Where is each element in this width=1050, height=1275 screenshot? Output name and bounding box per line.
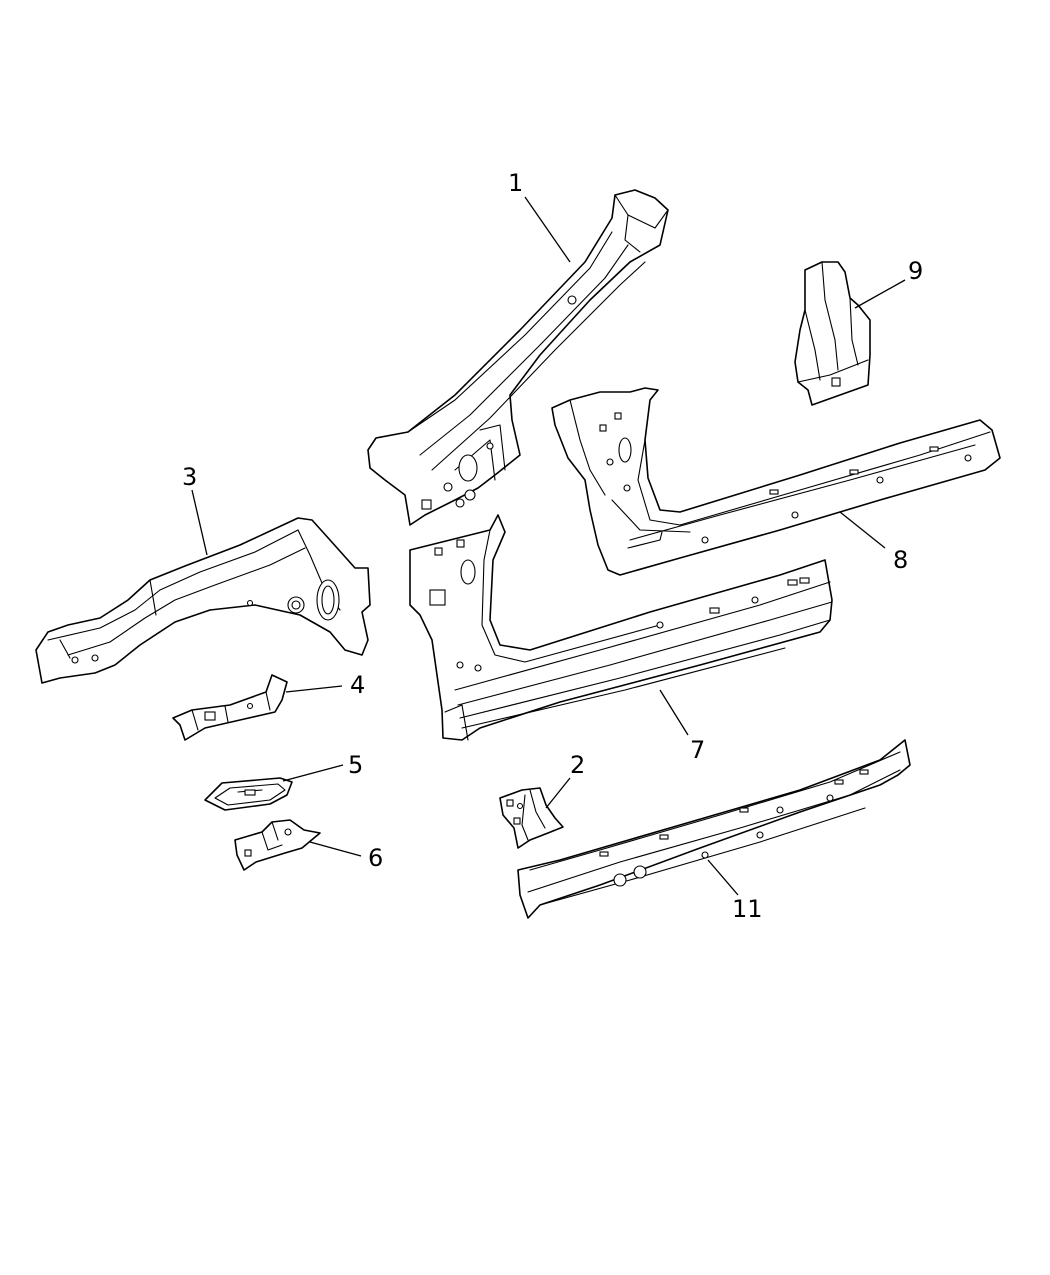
callout-8: 8 [893, 546, 908, 574]
callout-3: 3 [182, 463, 197, 491]
callout-6: 6 [368, 844, 383, 872]
leader-4 [285, 685, 343, 693]
part-2-bracket [499, 787, 564, 849]
leader-6 [309, 841, 362, 857]
leader-9 [854, 279, 906, 309]
callout-5: 5 [348, 751, 363, 779]
leader-5 [282, 764, 344, 782]
part-7-body-side [409, 514, 833, 741]
part-1-a-pillar [367, 189, 669, 526]
part-6-bracket [234, 819, 321, 871]
part-11-sill-inner [517, 739, 911, 919]
callout-9: 9 [908, 257, 923, 285]
callout-7: 7 [690, 736, 705, 764]
leader-1 [524, 196, 571, 263]
callout-11: 11 [732, 895, 763, 923]
callout-labels: 1 2 3 4 5 6 7 8 9 11 [182, 169, 923, 923]
callout-2: 2 [570, 751, 585, 779]
part-5-tray [204, 777, 293, 811]
leader-7 [659, 689, 689, 736]
leader-8 [839, 511, 886, 549]
leader-11 [707, 859, 739, 896]
leader-3 [191, 489, 208, 556]
part-3-wheelhouse-rail [35, 517, 371, 684]
leader-lines [191, 196, 906, 896]
part-8-sill-reinforcement [551, 387, 1001, 576]
callout-4: 4 [350, 671, 365, 699]
part-9-b-pillar-reinforcement [794, 261, 871, 406]
leader-2 [545, 777, 571, 809]
part-4-bracket [172, 674, 288, 741]
callout-1: 1 [508, 169, 523, 197]
